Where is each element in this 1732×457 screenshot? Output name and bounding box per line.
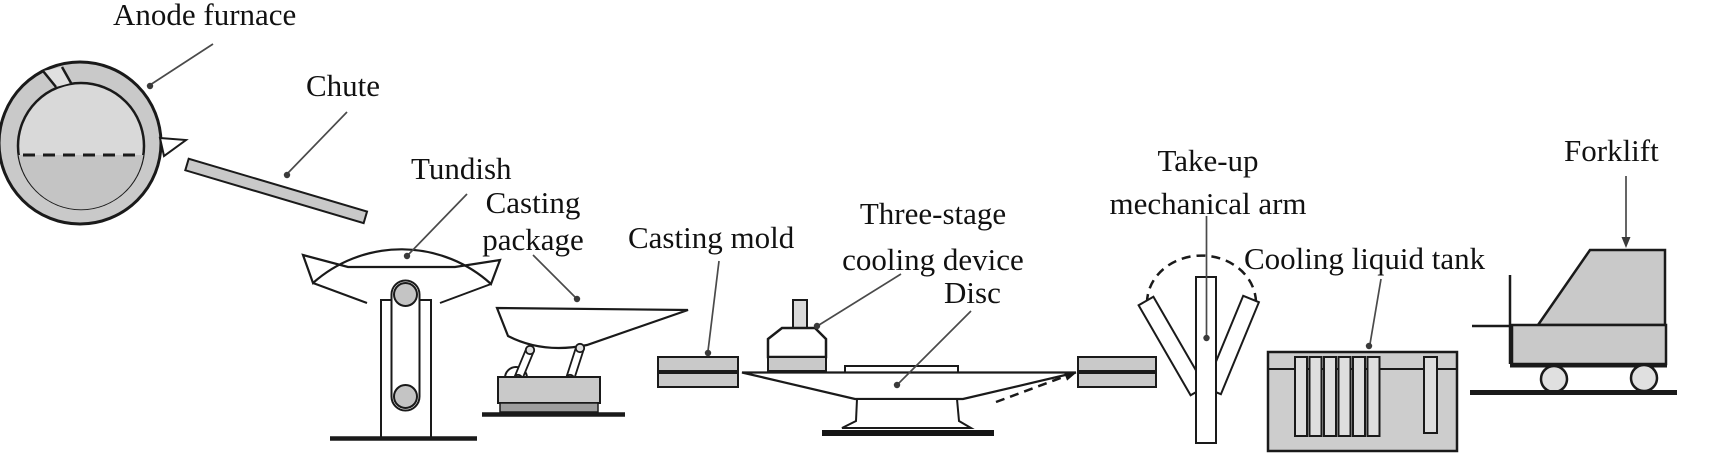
chute-drawing	[184, 157, 369, 225]
tundish-wing-edge-left	[312, 282, 368, 304]
label-disc: Disc	[944, 275, 1001, 310]
casting-mold-lower-bar	[657, 372, 739, 388]
leader-casting-package	[532, 254, 577, 299]
take-up-swing-arc-dashed	[1145, 254, 1258, 304]
disc-pedestal	[841, 398, 975, 429]
label-cooling-device-line1: Three-stage	[859, 196, 1007, 231]
leader-cooling-tank	[1369, 278, 1382, 345]
tank-plate-5	[1352, 356, 1366, 437]
tank-plate-3	[1323, 356, 1337, 437]
cooling-device-stem	[792, 299, 808, 331]
label-cooling-tank: Cooling liquid tank	[1244, 241, 1486, 276]
casting-package-base-strip	[499, 402, 599, 413]
casting-package-base	[497, 376, 601, 404]
tundish-roller-bottom	[393, 384, 418, 409]
take-up-arm-drawing	[1137, 254, 1261, 444]
label-forklift: Forklift	[1564, 133, 1659, 168]
leader-dot-cooling-tank	[1365, 342, 1373, 350]
tundish-belt-loop	[390, 279, 421, 412]
leader-disc	[897, 310, 972, 385]
strand-and-roller-drawing	[995, 356, 1157, 404]
strand-arrowhead	[1064, 373, 1076, 381]
anode-furnace-drawing	[0, 60, 189, 226]
leader-cooling-device	[818, 273, 902, 326]
label-casting-mold: Casting mold	[628, 220, 795, 255]
pinch-roller-upper-bar	[1077, 356, 1157, 372]
label-anode-furnace: Anode furnace	[113, 0, 297, 32]
label-casting-package: Casting package	[433, 184, 633, 258]
furnace-pouring-spout	[158, 136, 189, 158]
leader-dot-take-up-arm	[1203, 334, 1210, 342]
leader-lines	[146, 43, 1631, 389]
disc-body	[741, 371, 1077, 401]
furnace-notch-edge-left	[42, 70, 57, 88]
disc-base-bar	[822, 430, 994, 436]
forklift-wheel-rear	[1629, 363, 1659, 393]
forklift-wheel-front	[1539, 364, 1569, 394]
cooling-tank-drawing	[1266, 350, 1459, 453]
leader-casting-mold	[707, 260, 720, 352]
tank-plate-6	[1366, 356, 1381, 437]
forklift-drawing	[1470, 248, 1677, 395]
furnace-notch-edge-right	[60, 66, 73, 84]
casting-mold-upper-bar	[657, 356, 739, 372]
tank-plate-2	[1308, 356, 1323, 437]
strut-joint-1	[524, 344, 536, 356]
leader-dot-casting-mold	[704, 349, 712, 357]
label-cooling-device-line2: cooling device	[842, 242, 1024, 277]
take-up-arm-right	[1203, 294, 1261, 396]
label-take-up-arm-line2: mechanical arm	[1109, 186, 1307, 221]
leader-dot-tundish	[403, 252, 411, 260]
leader-arrowhead-forklift	[1621, 237, 1631, 248]
label-chute: Chute	[306, 68, 381, 103]
tank-plate-1	[1294, 356, 1308, 437]
cooling-device-base	[767, 356, 827, 372]
leader-dot-anode-furnace	[146, 82, 154, 90]
tundish-wing-edge-right	[439, 283, 492, 304]
pinch-roller-lower-bar	[1077, 372, 1157, 388]
label-casting-package-line1: Casting	[485, 185, 581, 220]
strand-dashed-line	[995, 374, 1067, 404]
tundish-drawing	[301, 248, 502, 441]
strut-joint-3	[574, 342, 586, 354]
tank-plate-4	[1337, 356, 1352, 437]
casting-mold-drawing	[657, 356, 739, 388]
disc-drawing	[741, 365, 1077, 436]
label-take-up-arm: Take-up mechanical arm	[1078, 139, 1338, 225]
tank-plate-single	[1423, 356, 1438, 434]
leader-anode-furnace	[149, 43, 214, 86]
label-tundish: Tundish	[411, 151, 512, 186]
leader-dot-cooling-device	[813, 322, 821, 330]
furnace-melt-level-fill	[18, 155, 144, 210]
leader-dot-casting-package	[573, 295, 581, 303]
leader-chute	[286, 111, 348, 175]
label-casting-package-line2: package	[482, 222, 584, 257]
leader-dot-chute	[283, 171, 291, 179]
casting-package-drawing	[482, 306, 689, 417]
forklift-body	[1510, 323, 1668, 366]
forklift-cab	[1535, 248, 1667, 327]
tundish-roller-top	[393, 282, 418, 307]
leader-dot-disc	[893, 381, 901, 389]
label-take-up-arm-line1: Take-up	[1157, 143, 1259, 178]
label-cooling-device: Three-stage cooling device	[803, 191, 1063, 283]
casting-package-hopper	[495, 306, 689, 350]
cooling-device-body	[766, 326, 828, 359]
leader-tundish	[407, 193, 468, 256]
cooling-device-drawing	[766, 299, 828, 372]
